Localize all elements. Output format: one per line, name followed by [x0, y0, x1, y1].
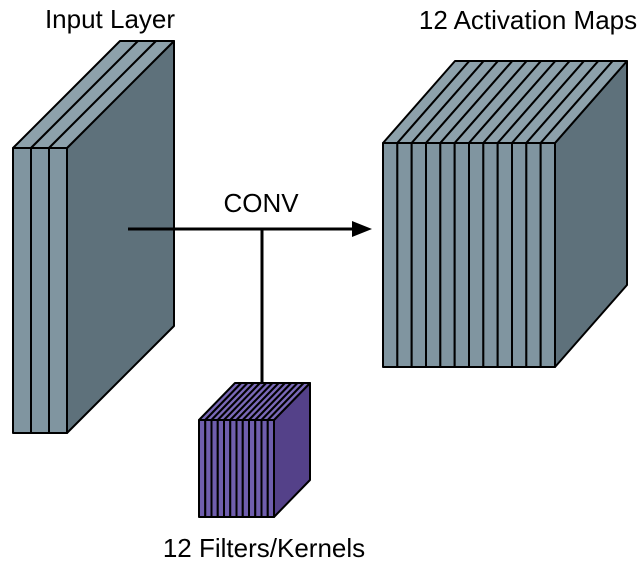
activation-maps-cuboid-front-strip	[382, 142, 399, 368]
input-layer-label: Input Layer	[45, 4, 175, 34]
activation-maps-cuboid	[382, 60, 628, 368]
activation-maps-cuboid-front-strip	[482, 142, 499, 368]
conv-arrowhead	[352, 221, 372, 237]
activation-maps-label: 12 Activation Maps	[419, 5, 637, 35]
filters-cuboid-front-strip	[266, 419, 275, 518]
conv-arrow	[128, 221, 372, 382]
activation-maps-cuboid-front-strip	[453, 142, 470, 368]
activation-maps-cuboid-front-strip	[511, 142, 528, 368]
input-layer-cuboid-front-strip	[48, 147, 68, 434]
activation-maps-cuboid-front-strip	[468, 142, 485, 368]
activation-maps-cuboid-front-strip	[425, 142, 442, 368]
filters-label: 12 Filters/Kernels	[163, 533, 365, 563]
activation-maps-cuboid-front-strip	[539, 142, 556, 368]
activation-maps-cuboid-front-strip	[396, 142, 413, 368]
activation-maps-cuboid-front-strip	[410, 142, 427, 368]
input-layer-cuboid-front-strip	[12, 147, 32, 434]
input-layer-cuboid-front-strip	[30, 147, 50, 434]
input-layer-cuboid	[12, 40, 175, 434]
conv-label: CONV	[223, 188, 299, 218]
filters-cuboid	[198, 382, 311, 518]
activation-maps-cuboid-front-strip	[496, 142, 513, 368]
activation-maps-cuboid-front-strip	[439, 142, 456, 368]
activation-maps-cuboid-front-strip	[525, 142, 542, 368]
